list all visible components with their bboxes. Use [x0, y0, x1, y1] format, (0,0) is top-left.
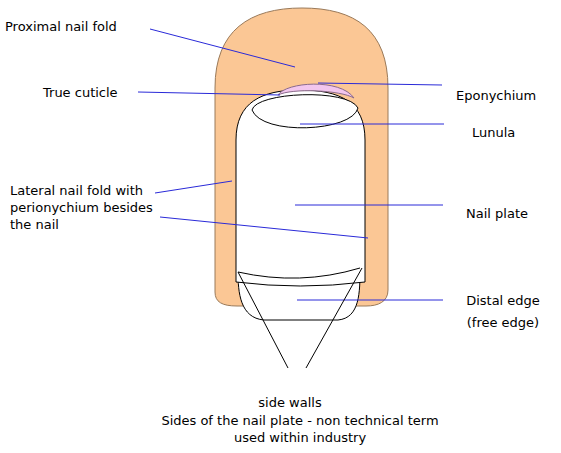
part-label: Nail plate	[466, 205, 556, 222]
part-label: Lateral nail fold with perionychium besi…	[10, 182, 160, 233]
part-label: True cuticle	[43, 84, 143, 101]
part-label: Eponychium	[456, 87, 556, 104]
part-label: side walls	[220, 394, 360, 411]
part-label: Proximal nail fold	[5, 18, 155, 35]
part-label: Lunula	[472, 124, 552, 141]
side-wall-leaders	[238, 268, 362, 368]
part-label: Distal edge (free edge)	[450, 290, 556, 334]
free-edge-line	[238, 268, 360, 278]
leader-lines	[138, 29, 444, 300]
nail-plate	[236, 90, 365, 286]
note-text: Sides of the nail plate - non technical …	[150, 412, 450, 446]
lunula-shape	[252, 95, 358, 128]
